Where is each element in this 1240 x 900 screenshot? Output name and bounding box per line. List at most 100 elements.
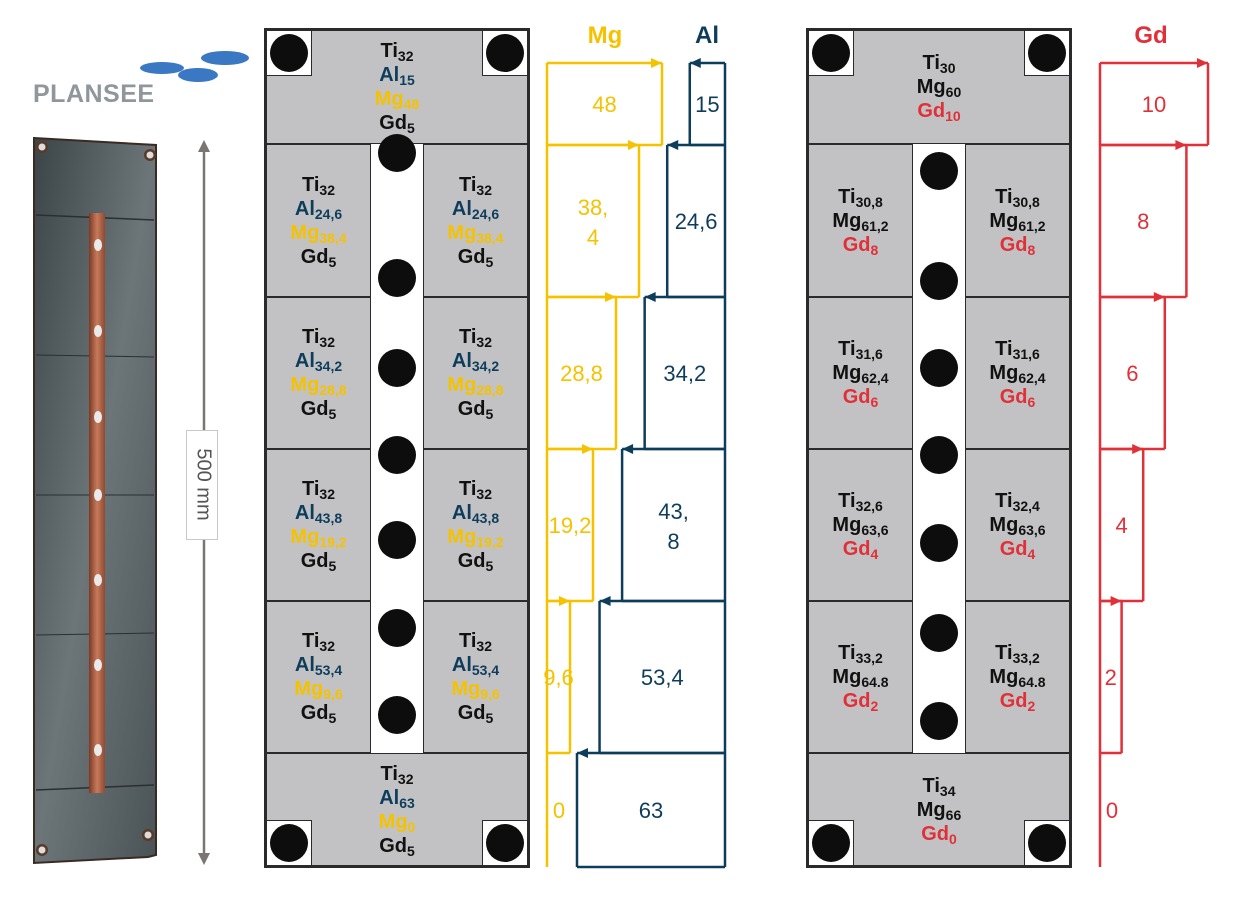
element-ti-label: Ti33,2 — [995, 641, 1040, 665]
element-fraction: 9,6 — [323, 686, 343, 702]
element-al-label: Al24,6 — [452, 197, 499, 221]
element-symbol: Ti — [995, 642, 1013, 664]
element-symbol: Gd — [300, 550, 329, 572]
element-ti-label: Ti32,6 — [838, 489, 883, 513]
element-mg-label: Mg61,2 — [832, 209, 888, 233]
element-symbol: Ti — [302, 630, 320, 652]
element-fraction: 53,4 — [471, 662, 500, 678]
element-symbol: Mg — [832, 209, 862, 232]
element-fraction: 24,6 — [471, 205, 500, 222]
center-mount-hole-icon — [378, 696, 416, 734]
element-al-label: Al15 — [379, 63, 415, 87]
element-mg-label: Mg38,4 — [290, 221, 346, 245]
element-mg-label: Mg28,8 — [447, 373, 503, 397]
element-symbol: Gd — [457, 702, 486, 724]
element-fraction: 5 — [406, 842, 415, 859]
center-mount-hole-icon — [378, 609, 416, 647]
element-gd-label: Gd6 — [843, 385, 879, 409]
element-ti-label: Ti32 — [459, 477, 492, 501]
al-arrow-6-icon — [577, 748, 588, 758]
element-fraction: 66 — [945, 806, 962, 823]
element-fraction: 32 — [319, 638, 335, 654]
element-symbol: Gd — [842, 233, 871, 256]
dimension-label-text: 500 mm — [192, 448, 215, 521]
element-symbol: Gd — [457, 550, 486, 572]
element-symbol: Mg — [447, 221, 477, 244]
element-fraction: 8 — [870, 241, 879, 258]
element-mg-label: Mg60 — [917, 75, 961, 99]
element-mg-label: Mg38,4 — [447, 221, 503, 245]
element-ti-label: Ti31,6 — [838, 337, 883, 361]
element-fraction: 28,8 — [476, 382, 504, 398]
element-symbol: Gd — [999, 386, 1028, 408]
element-mg-label: Mg9,6 — [294, 677, 342, 701]
element-fraction: 24,6 — [314, 205, 343, 222]
element-fraction: 32 — [319, 486, 335, 502]
mg-arrow-3-icon — [605, 292, 616, 302]
element-symbol: Mg — [832, 514, 862, 536]
corner-mount-hole-4 — [482, 820, 528, 866]
element-symbol: Al — [294, 197, 315, 220]
element-fraction: 61,2 — [861, 217, 889, 234]
al-arrow-5-icon — [599, 596, 611, 606]
element-gd-label: Gd5 — [458, 245, 494, 269]
dimension-label: 500 mm — [186, 430, 218, 540]
element-fraction: 0 — [948, 830, 957, 847]
element-fraction: 5 — [485, 710, 494, 726]
center-mount-hole-icon — [920, 702, 958, 740]
element-symbol: Ti — [995, 338, 1013, 360]
element-symbol: Ti — [380, 40, 398, 62]
mg-arrow-2-icon — [628, 140, 639, 150]
element-symbol: Mg — [916, 76, 946, 98]
element-al-label: Al34,2 — [452, 349, 499, 373]
element-mg-label: Mg63,6 — [989, 513, 1045, 537]
element-symbol: Al — [294, 654, 315, 676]
element-symbol: Ti — [302, 478, 320, 500]
element-fraction: 19,2 — [476, 534, 504, 550]
element-ti-label: Ti33,2 — [838, 641, 883, 665]
mg-value-label-2: 38,4 — [578, 195, 609, 250]
element-gd-label: Gd8 — [843, 233, 879, 257]
element-symbol: Al — [294, 502, 315, 524]
element-fraction: 19,2 — [319, 534, 347, 550]
element-gd-label: Gd5 — [301, 245, 337, 269]
element-fraction: 62,4 — [861, 370, 889, 386]
mg-arrow-1-icon — [651, 58, 662, 68]
element-fraction: 0 — [407, 818, 416, 835]
center-mount-hole-icon — [378, 349, 416, 387]
element-ti-label: Ti30,8 — [995, 185, 1040, 209]
element-symbol: Mg — [374, 88, 404, 110]
element-fraction: 30 — [939, 60, 956, 76]
mount-hole-icon — [1028, 34, 1066, 72]
element-symbol: Al — [451, 502, 472, 524]
element-symbol: Gd — [379, 112, 407, 134]
element-fraction: 10 — [945, 108, 961, 124]
element-symbol: Ti — [838, 642, 856, 664]
element-fraction: 63 — [399, 794, 415, 811]
element-symbol: Al — [379, 64, 400, 86]
element-symbol: Ti — [922, 52, 940, 74]
corner-mount-hole-2 — [1024, 30, 1070, 76]
gd-arrow-4-icon — [1132, 444, 1144, 454]
element-symbol: Ti — [922, 774, 940, 797]
element-ti-label: Ti32 — [381, 39, 414, 63]
element-symbol: Ti — [459, 478, 477, 500]
gd-value-label-6: 0 — [1106, 798, 1118, 823]
gd-arrow-1-icon — [1197, 58, 1208, 68]
element-fraction: 5 — [406, 120, 415, 136]
element-ti-label: Ti32 — [459, 325, 492, 349]
element-mg-label: Mg19,2 — [447, 525, 503, 549]
element-gd-label: Gd8 — [1000, 233, 1036, 257]
element-fraction: 32 — [476, 181, 492, 198]
element-symbol: Gd — [457, 398, 486, 420]
element-symbol: Mg — [989, 514, 1019, 536]
center-mount-hole-icon — [920, 349, 958, 387]
